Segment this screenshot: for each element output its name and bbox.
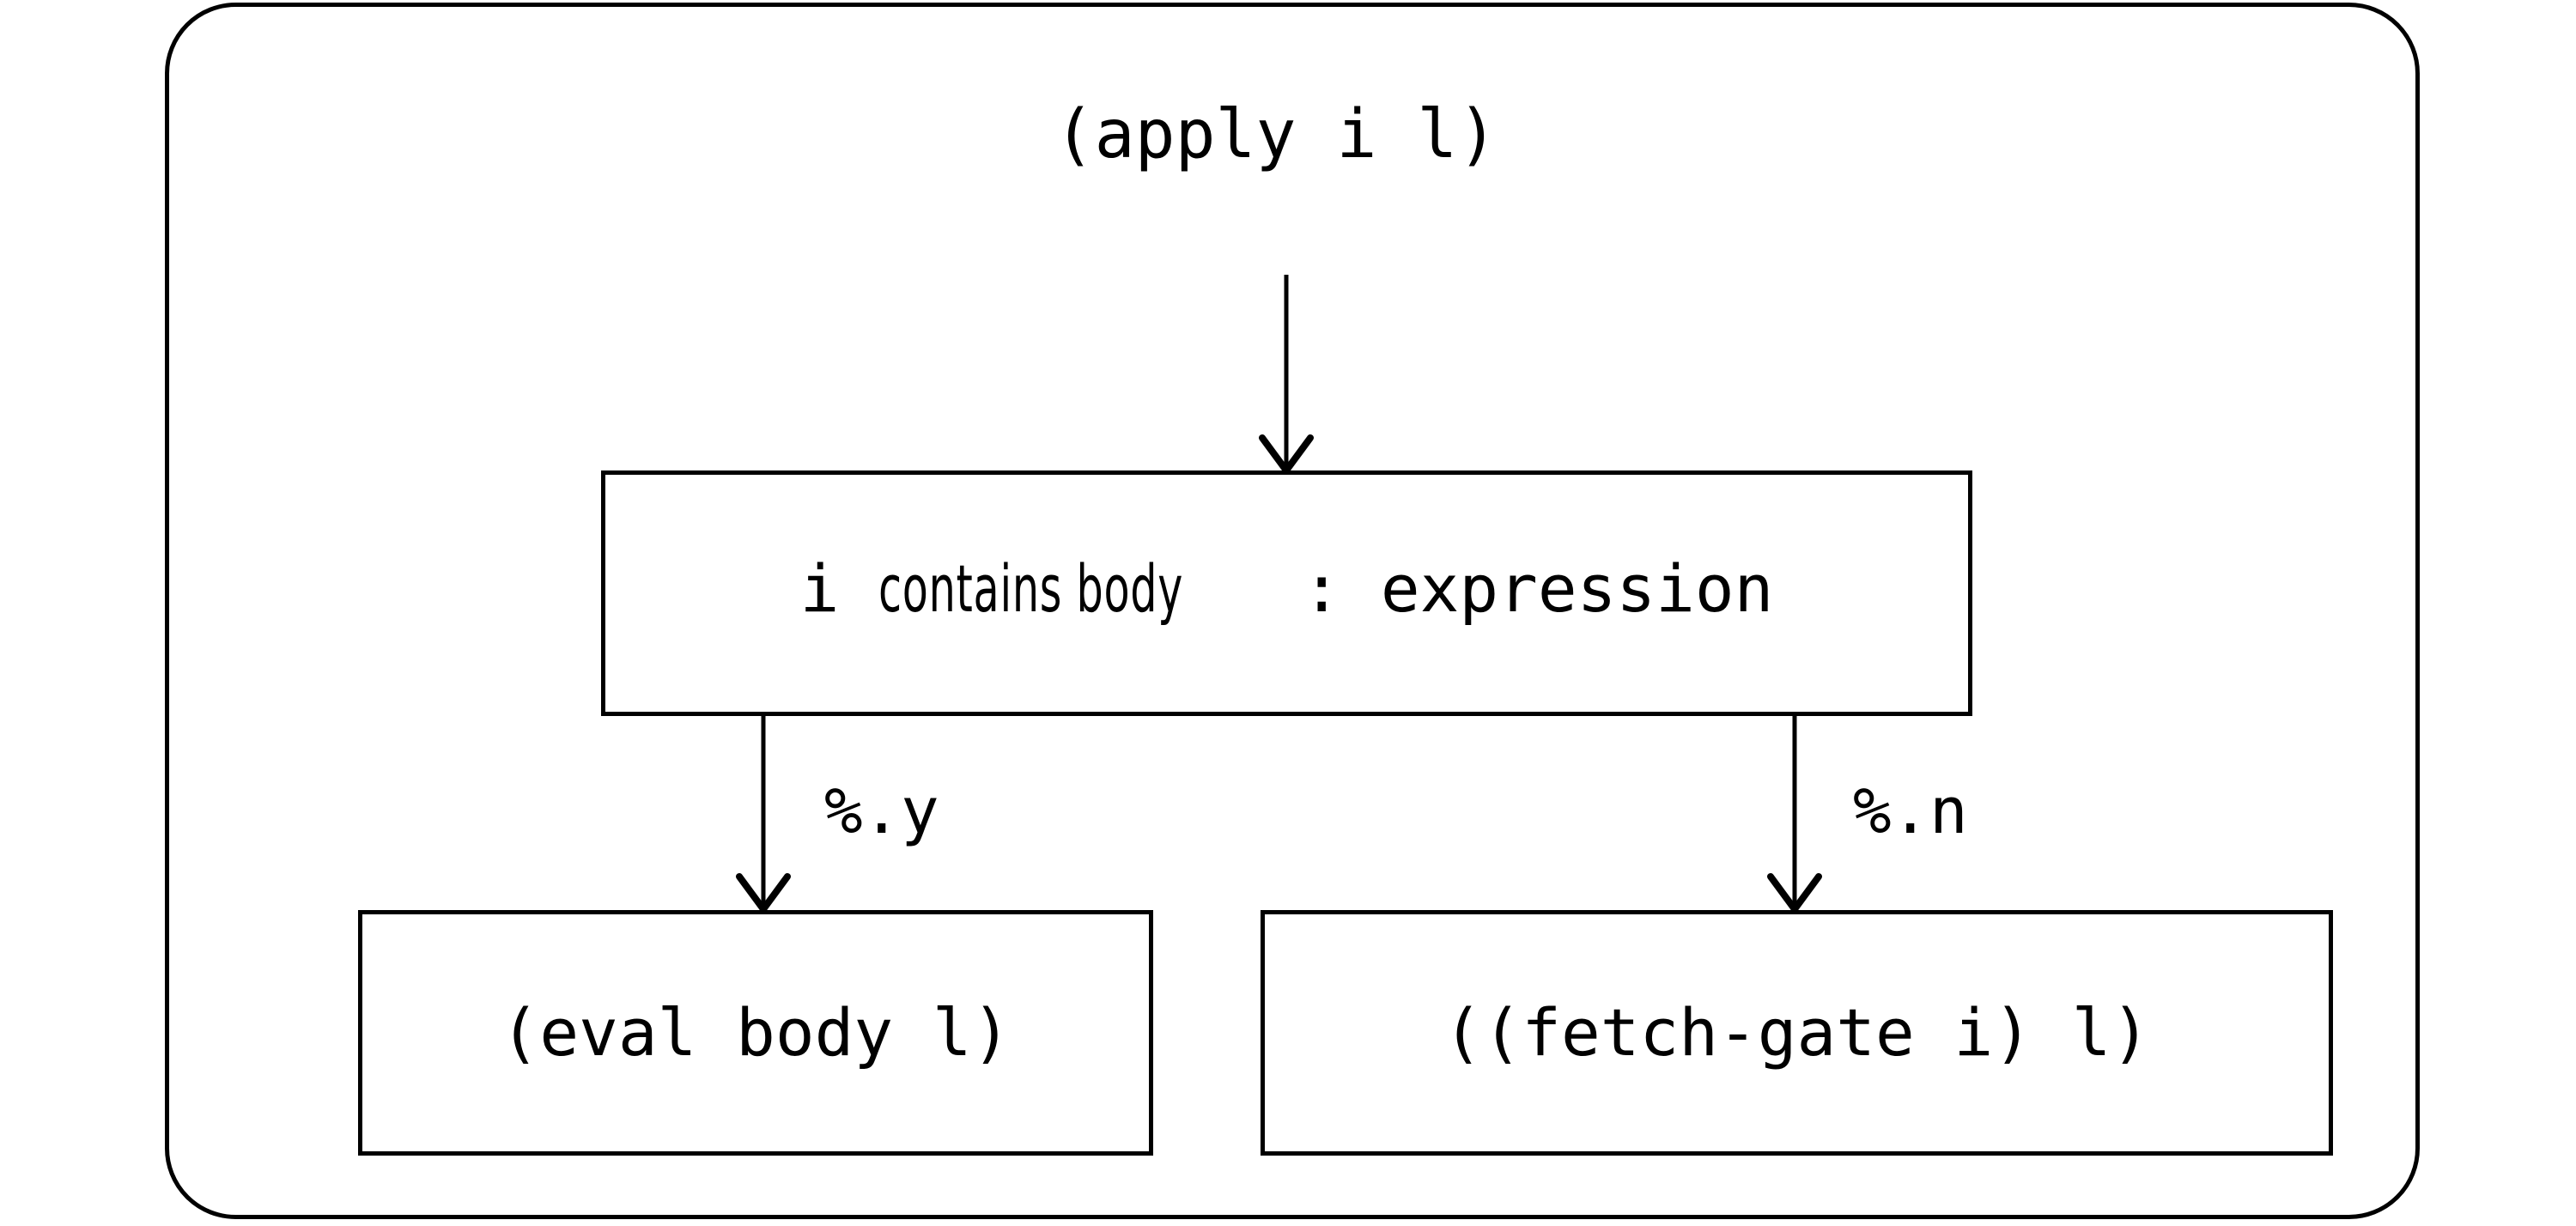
leaf-no-box-rect	[1261, 910, 2333, 1156]
edge-label-no: %.n	[1853, 774, 1968, 848]
decision-label-type: : expression	[1302, 550, 1774, 627]
root-node-label: (apply i l)	[1054, 96, 1498, 173]
leaf-no-label: ((fetch-gate i) l)	[1443, 994, 2151, 1071]
decision-box-rect	[601, 470, 1972, 716]
edge-no-arrowhead	[1767, 873, 1822, 913]
decision-node-label: i contains body: expression	[601, 556, 1972, 622]
decision-label-predicate: contains body	[878, 550, 1184, 627]
leaf-yes-label: (eval body l)	[500, 994, 1012, 1071]
decision-label-subject: i	[799, 550, 879, 627]
leaf-yes-box-rect	[358, 910, 1153, 1156]
edge-yes-arrowhead	[736, 873, 791, 913]
edge-label-yes: %.y	[824, 774, 939, 848]
